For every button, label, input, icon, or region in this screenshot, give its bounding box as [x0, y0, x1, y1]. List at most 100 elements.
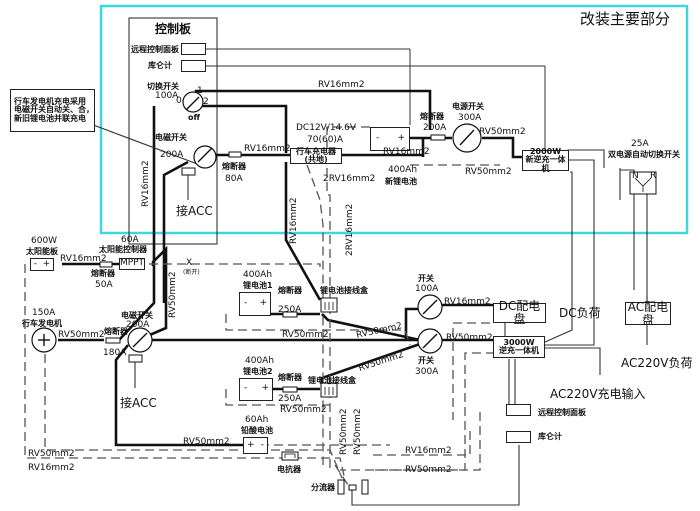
lead-battery-wire-label: RV50mm2: [183, 437, 230, 447]
shunt-mid: [348, 484, 357, 491]
ats-switch-symbol: [629, 171, 657, 195]
solenoid-200a-upper-symbol: [193, 145, 217, 169]
bottom-wire-right-2: RV50mm2: [405, 465, 452, 475]
wire-top-label: RV16mm2: [318, 80, 365, 90]
wire-to-charger-label: RV16mm2: [244, 144, 291, 154]
fuse200-rating: 200A: [423, 123, 447, 133]
battery2-fuse-label: 熔断器: [278, 373, 302, 382]
bottom-wire-left-1: RV50mm2: [28, 449, 75, 459]
wire-dashed-vertical-label: 2RV16mm2: [345, 203, 355, 256]
solenoid-lower-rating: 200A: [126, 320, 150, 330]
solar-plus: +: [42, 258, 51, 269]
control-board-title: 控制板: [155, 22, 192, 36]
solar-panel-box: - +: [30, 258, 54, 271]
solenoid-lower-label: 电磁开关: [121, 311, 153, 320]
inverter-2000w-label: 新逆充一体机: [525, 155, 566, 173]
switch300-label: 开关: [418, 356, 434, 365]
battery2-wire-label: RV50mm2: [280, 405, 327, 415]
ats-rating: 25A: [631, 139, 649, 149]
solar-panel-label: 太阳能板: [26, 247, 58, 256]
inverter-3000w-power: 3000W: [503, 337, 535, 347]
acc-coil-lower: [128, 354, 143, 363]
battery2-junction-label: 锂电池接线盒: [308, 376, 356, 385]
bottom-remote-panel-box: [506, 404, 531, 416]
solar-wire-label: RV16mm2: [60, 254, 107, 264]
charger-box: 行车充电器(共地): [290, 147, 342, 164]
alternator-fuse-label: 熔断器: [104, 327, 128, 336]
remote-panel-box: [181, 43, 206, 55]
control-board-box: [128, 17, 218, 245]
fuse80-rating: 80A: [225, 174, 243, 184]
battery1-box: - +: [239, 292, 271, 316]
battery1-plus: +: [259, 298, 267, 308]
fuse-50a-symbol: [99, 261, 113, 268]
bottom-remote-panel-label: 远程控制面板: [538, 408, 586, 417]
acc-lower-label: 接ACC: [120, 396, 157, 410]
battery1-junction-label: 锂电池接线盒: [320, 286, 368, 295]
note-line-1: 行车发电机充电采用: [14, 96, 86, 106]
inverter-3000w-label: 逆充一体机: [499, 346, 539, 355]
ats-n: N: [632, 171, 639, 181]
lead-battery-plus: +: [247, 439, 255, 450]
switch-pos-off: off: [188, 113, 200, 122]
new-battery-minus: -: [376, 133, 380, 143]
ac-panel-box: AC配电盘: [625, 301, 671, 326]
wire-to-inverter-label: RV50mm2: [479, 127, 526, 137]
bottom-coulometer-box: [506, 431, 531, 443]
dc-load-label: DC负荷: [559, 306, 601, 320]
lead-battery-cap: 60Ah: [245, 415, 269, 425]
wire-left-vertical-label: RV16mm2: [141, 160, 151, 207]
shunt-right: [361, 479, 369, 495]
switch-100a-symbol: [182, 91, 204, 113]
switch-rating: 100A: [155, 91, 179, 101]
battery1-minus: -: [244, 298, 248, 308]
switch-pos-0: 0: [176, 96, 182, 106]
solar-fuse-rating: 50A: [95, 280, 113, 290]
alternator-rating: 150A: [32, 308, 56, 318]
battery2-minus: -: [244, 383, 248, 393]
acc-upper-label: 接ACC: [176, 204, 213, 218]
battery2-plus: +: [261, 383, 269, 393]
switch-pos-1: 1: [197, 86, 203, 96]
wire-inverter-neg-label: RV50mm2: [465, 167, 512, 177]
solenoid-upper-rating: 200A: [160, 150, 184, 160]
battery2-box: - +: [239, 378, 273, 401]
new-battery-label: 新锂电池: [385, 177, 417, 186]
reactor-label: 电抗器: [277, 465, 301, 474]
remote-panel-label: 远程控制面板: [131, 45, 179, 54]
inverter-2000w-power: 2000W: [529, 146, 562, 156]
coulometer-label: 库仑计: [148, 61, 172, 70]
battery2-fuse-rating: 250A: [278, 394, 302, 404]
alternator-wire-label: RV50mm2: [58, 330, 105, 340]
wire-mid-vertical-label: RV16mm2: [289, 197, 299, 244]
new-battery-cap: 400Ah: [388, 165, 418, 175]
bottom-wire-right-1: RV16mm2: [405, 446, 452, 456]
break-mark: X: [186, 258, 193, 268]
lead-battery-label: 铅酸电池: [241, 426, 273, 435]
bottom-wire-left-2: RV16mm2: [28, 463, 75, 473]
switch100-rating: 100A: [415, 284, 439, 294]
inverter-3000w-box: 3000W 逆充一体机: [493, 336, 545, 358]
solar-panel-power: 600W: [31, 236, 58, 246]
controller-rating: 60A: [121, 235, 139, 245]
battery2-cap: 400Ah: [245, 356, 275, 366]
battery1-fuse-rating: 250A: [278, 305, 302, 315]
ats-label: 双电源自动切换开关: [608, 150, 680, 159]
battery1-wire-label: RV50mm2: [282, 330, 329, 340]
ats-r: R: [650, 171, 657, 181]
dc-panel-box: DC配电盘: [493, 300, 546, 325]
switch-pos-2: 2: [203, 97, 209, 107]
acc-coil-upper: [181, 167, 196, 176]
modification-title: 改装主要部分: [580, 10, 671, 28]
switch-label: 切换开关: [147, 82, 179, 91]
power-switch-rating: 300A: [458, 113, 482, 123]
lead-battery-minus: -: [260, 439, 264, 450]
charger-spec-2: 70(60)A: [307, 135, 344, 145]
bottom-coulometer-label: 库仑计: [538, 432, 562, 441]
fuse80-label: 熔断器: [222, 162, 246, 171]
fuse-200a-symbol: [430, 134, 446, 141]
mppt-box: MPPT: [119, 258, 145, 270]
note-line-2: 电磁开关自动关、合，: [14, 105, 94, 115]
solenoid-upper-label: 电磁开关: [155, 133, 187, 142]
